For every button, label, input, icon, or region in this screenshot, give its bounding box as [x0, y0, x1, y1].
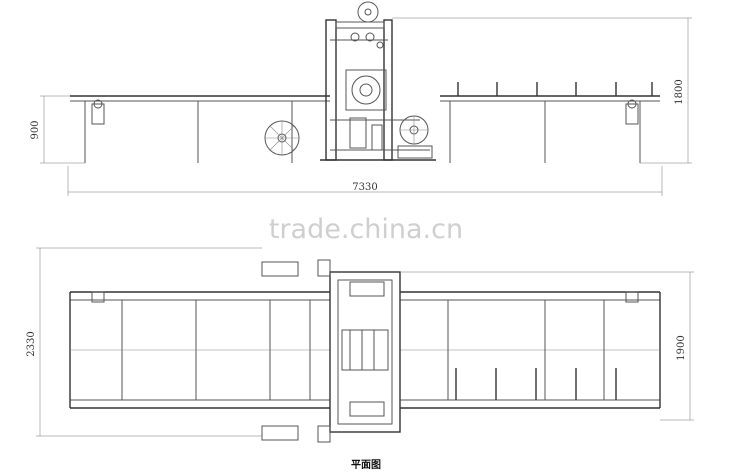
dim-1900-label: 1900	[676, 335, 687, 360]
plan-caption: 平面图	[351, 459, 381, 471]
elevation-view	[40, 1, 692, 196]
watermark: trade.china.cn	[269, 214, 463, 245]
plan-view	[36, 247, 694, 443]
dim-900-label: 900	[30, 120, 41, 139]
dim-1800-label: 1800	[674, 79, 685, 104]
dim-7330-label: 7330	[352, 182, 377, 193]
dim-2330-label: 2330	[26, 331, 37, 356]
